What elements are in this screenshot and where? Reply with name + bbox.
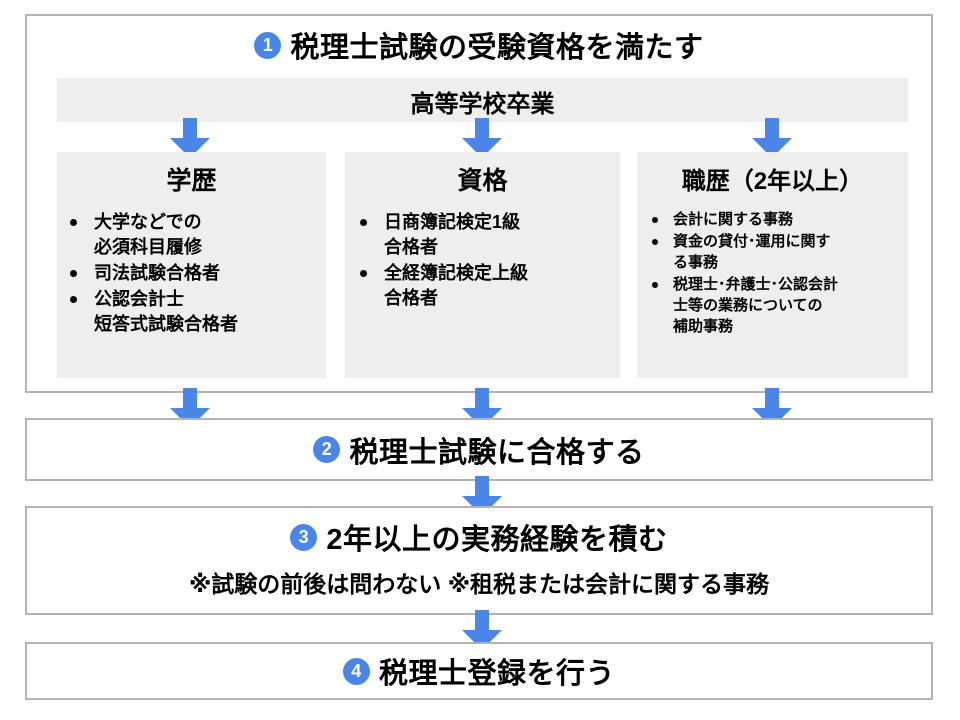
step-3-heading: 3 2年以上の実務経験を積む	[25, 515, 933, 559]
step-3-heading-text: 2年以上の実務経験を積む	[326, 524, 668, 556]
bullet-dot	[70, 296, 77, 303]
list-item: 資金の貸付･運用に関す る事務	[652, 231, 904, 273]
arrow-to-column-2	[462, 118, 502, 158]
list-item-text: 大学などでの 必須科目履修	[94, 212, 202, 257]
bullet-dot	[652, 239, 658, 245]
arrow-to-column-3	[752, 118, 792, 158]
step-4-heading-text: 税理士登録を行う	[378, 658, 615, 690]
step-3-note: ※試験の前後は問わない ※租税または会計に関する事務	[188, 571, 770, 597]
list-item-text: 公認会計士 短答式試験合格者	[94, 289, 238, 334]
list-item: 大学などでの 必須科目履修	[70, 210, 322, 260]
step-2-heading: 2 税理士試験に合格する	[25, 418, 933, 481]
column-1-panel	[57, 152, 326, 378]
list-item: 会計に関する事務	[652, 209, 904, 230]
bullet-dot	[652, 217, 658, 223]
list-item: 日商簿記検定1級 合格者	[360, 210, 615, 260]
list-item: 全経簿記検定上級 合格者	[360, 261, 615, 311]
list-item-text: 税理士･弁護士･公認会計 士等の業務についての 補助事務	[673, 276, 839, 335]
bullet-dot	[70, 270, 77, 277]
list-item-text: 会計に関する事務	[673, 211, 794, 228]
column-3-list: 会計に関する事務 資金の貸付･運用に関す る事務 税理士･弁護士･公認会計 士等…	[652, 209, 904, 338]
step-4-heading: 4 税理士登録を行う	[25, 642, 933, 700]
step-1-number: 1	[254, 31, 282, 59]
prerequisite-label: 高等学校卒業	[410, 91, 555, 118]
step-2-number: 2	[313, 436, 341, 463]
bullet-dot	[652, 282, 658, 288]
step-4-container	[25, 642, 933, 700]
arrow-to-column-1	[170, 118, 210, 158]
bullet-dot	[360, 219, 367, 226]
list-item: 司法試験合格者	[70, 261, 322, 286]
column-2-panel	[345, 152, 620, 378]
step-3-number: 3	[290, 523, 318, 551]
step-3-container	[25, 506, 933, 615]
column-1-title: 学歴	[166, 167, 217, 195]
arrow-step-3-to-step-4	[462, 610, 502, 650]
bullet-dot	[360, 270, 367, 277]
column-3-panel	[637, 152, 908, 378]
column-2-list: 日商簿記検定1級 合格者 全経簿記検定上級 合格者	[360, 210, 615, 312]
step-1-heading: 1 税理士試験の受験資格を満たす	[25, 20, 933, 70]
list-item-text: 司法試験合格者	[94, 263, 220, 283]
list-item-text: 日商簿記検定1級 合格者	[384, 212, 521, 257]
step-2-heading-text: 税理士試験に合格する	[349, 436, 645, 469]
list-item-text: 全経簿記検定上級 合格者	[384, 263, 528, 308]
step-1-heading-text: 税理士試験の受験資格を満たす	[290, 32, 704, 64]
step-4-number: 4	[342, 657, 370, 685]
list-item-text: 資金の貸付･運用に関す る事務	[673, 233, 831, 271]
list-item: 税理士･弁護士･公認会計 士等の業務についての 補助事務	[652, 274, 904, 337]
bullet-dot	[70, 219, 77, 226]
prerequisite-panel	[57, 78, 908, 122]
column-3-title: 職歴（2年以上）	[681, 168, 864, 195]
column-2-title: 資格	[457, 167, 508, 195]
list-item: 公認会計士 短答式試験合格者	[70, 287, 322, 337]
column-1-list: 大学などでの 必須科目履修 司法試験合格者 公認会計士 短答式試験合格者	[70, 210, 322, 338]
